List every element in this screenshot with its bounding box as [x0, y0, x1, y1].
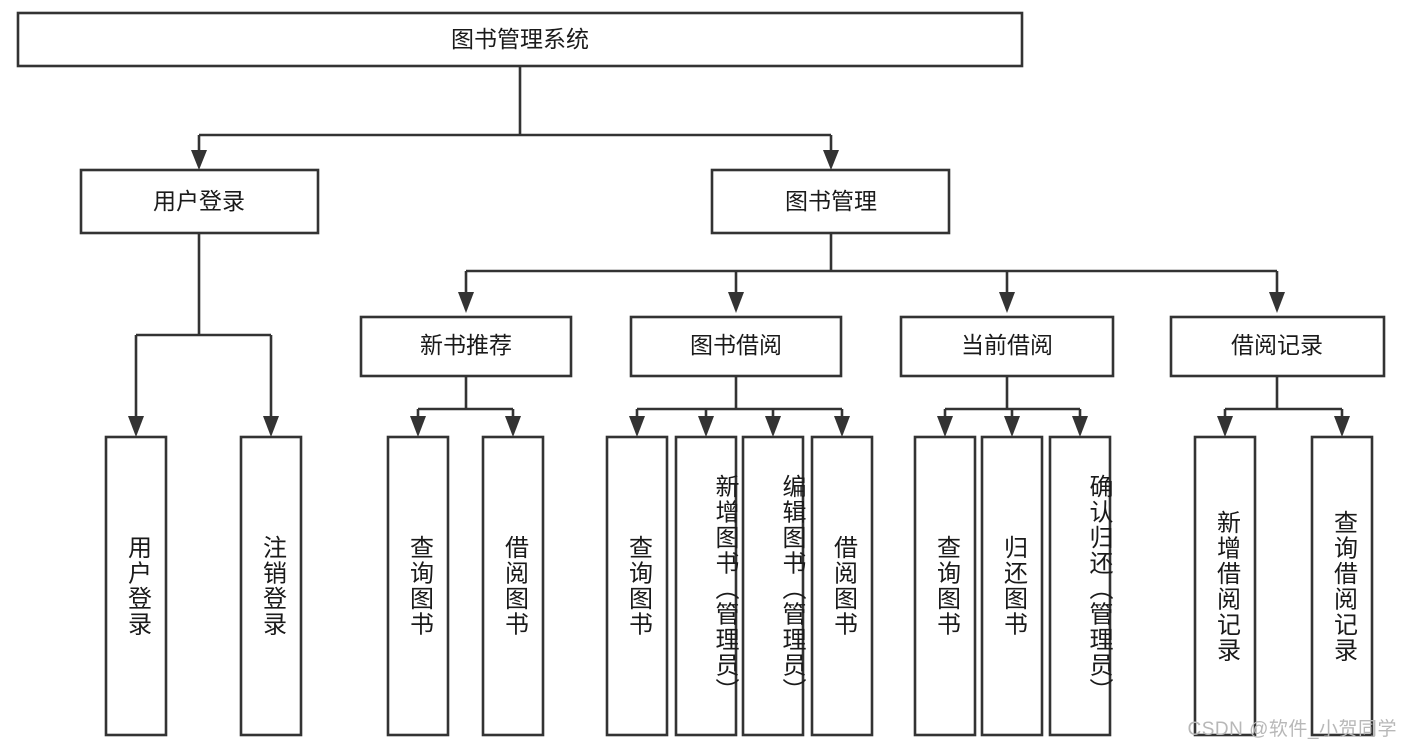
arrow-head-borrow-record: [1269, 292, 1285, 313]
leaf-box-borrow-book-2[interactable]: [810, 435, 874, 737]
node-book-borrow-box[interactable]: [629, 315, 843, 378]
node-borrow-record-label: 借阅记录: [1231, 332, 1323, 358]
node-borrow-record-box[interactable]: [1169, 315, 1386, 378]
arrow-head-leaf-confirm-return: [1072, 416, 1088, 437]
arrow-head-leaf-query-record: [1334, 416, 1350, 437]
leaf-box-user-logout[interactable]: [239, 435, 303, 737]
leaf-box-query-book-2[interactable]: [605, 435, 669, 737]
arrow-head-leaf-query-book-3: [937, 416, 953, 437]
node-root-label: 图书管理系统: [451, 26, 589, 52]
node-new-book-recommend[interactable]: 新书推荐: [359, 315, 573, 378]
connector-group-new-book-recommend: [410, 376, 521, 437]
node-user-login-box[interactable]: [79, 168, 320, 235]
leaf-box-user-login[interactable]: [104, 435, 168, 737]
leaf-box-edit-book[interactable]: [741, 435, 805, 737]
node-current-borrow-label: 当前借阅: [961, 332, 1053, 358]
leaf-box-borrow-book-1[interactable]: [481, 435, 545, 737]
leaf-box-group: [104, 435, 1374, 737]
node-book-borrow-label: 图书借阅: [690, 332, 782, 358]
connector-group-root: [191, 66, 839, 170]
node-book-borrow[interactable]: 图书借阅: [629, 315, 843, 378]
arrow-head-leaf-query-book-2: [629, 416, 645, 437]
node-book-manage-box[interactable]: [710, 168, 951, 235]
node-user-login[interactable]: 用户登录: [79, 168, 320, 235]
arrow-head-leaf-return-book: [1004, 416, 1020, 437]
arrow-head-leaf-query-book-1: [410, 416, 426, 437]
connector-group-borrow-record: [1217, 376, 1350, 437]
node-new-book-recommend-box[interactable]: [359, 315, 573, 378]
node-current-borrow[interactable]: 当前借阅: [899, 315, 1115, 378]
arrow-head-leaf-add-record: [1217, 416, 1233, 437]
node-borrow-record[interactable]: 借阅记录: [1169, 315, 1386, 378]
connector-group-book-borrow: [629, 376, 850, 437]
arrow-head-leaf-add-book: [698, 416, 714, 437]
arrow-head-new-book-recommend: [458, 292, 474, 313]
arrow-head-leaf-user-logout: [263, 416, 279, 437]
connector-group-book-manage: [458, 233, 1285, 313]
arrow-head-current-borrow: [999, 292, 1015, 313]
connector-group-user-login: [128, 233, 279, 437]
connector-group-current-borrow: [937, 376, 1088, 437]
node-current-borrow-box[interactable]: [899, 315, 1115, 378]
leaf-box-confirm-return[interactable]: [1048, 435, 1112, 737]
csdn-watermark: CSDN @软件_小贺同学: [1187, 719, 1397, 740]
leaf-box-add-record[interactable]: [1193, 435, 1257, 737]
leaf-box-query-book-3[interactable]: [913, 435, 977, 737]
node-new-book-recommend-label: 新书推荐: [420, 332, 512, 358]
leaf-box-query-book-1[interactable]: [386, 435, 450, 737]
node-book-manage[interactable]: 图书管理: [710, 168, 951, 235]
node-book-manage-label: 图书管理: [785, 188, 877, 214]
leaf-box-return-book[interactable]: [980, 435, 1044, 737]
arrow-head-leaf-edit-book: [765, 416, 781, 437]
node-user-login-label: 用户登录: [153, 188, 245, 214]
node-root-box[interactable]: [16, 11, 1024, 68]
node-root[interactable]: 图书管理系统: [16, 11, 1024, 68]
arrow-head-user-login: [191, 150, 207, 170]
leaf-box-add-book[interactable]: [674, 435, 738, 737]
arrow-head-leaf-user-login: [128, 416, 144, 437]
leaf-box-query-record[interactable]: [1310, 435, 1374, 737]
arrow-head-leaf-borrow-book-2: [834, 416, 850, 437]
arrow-head-leaf-borrow-book-1: [505, 416, 521, 437]
arrow-head-book-borrow: [728, 292, 744, 313]
arrow-head-book-manage: [823, 150, 839, 170]
